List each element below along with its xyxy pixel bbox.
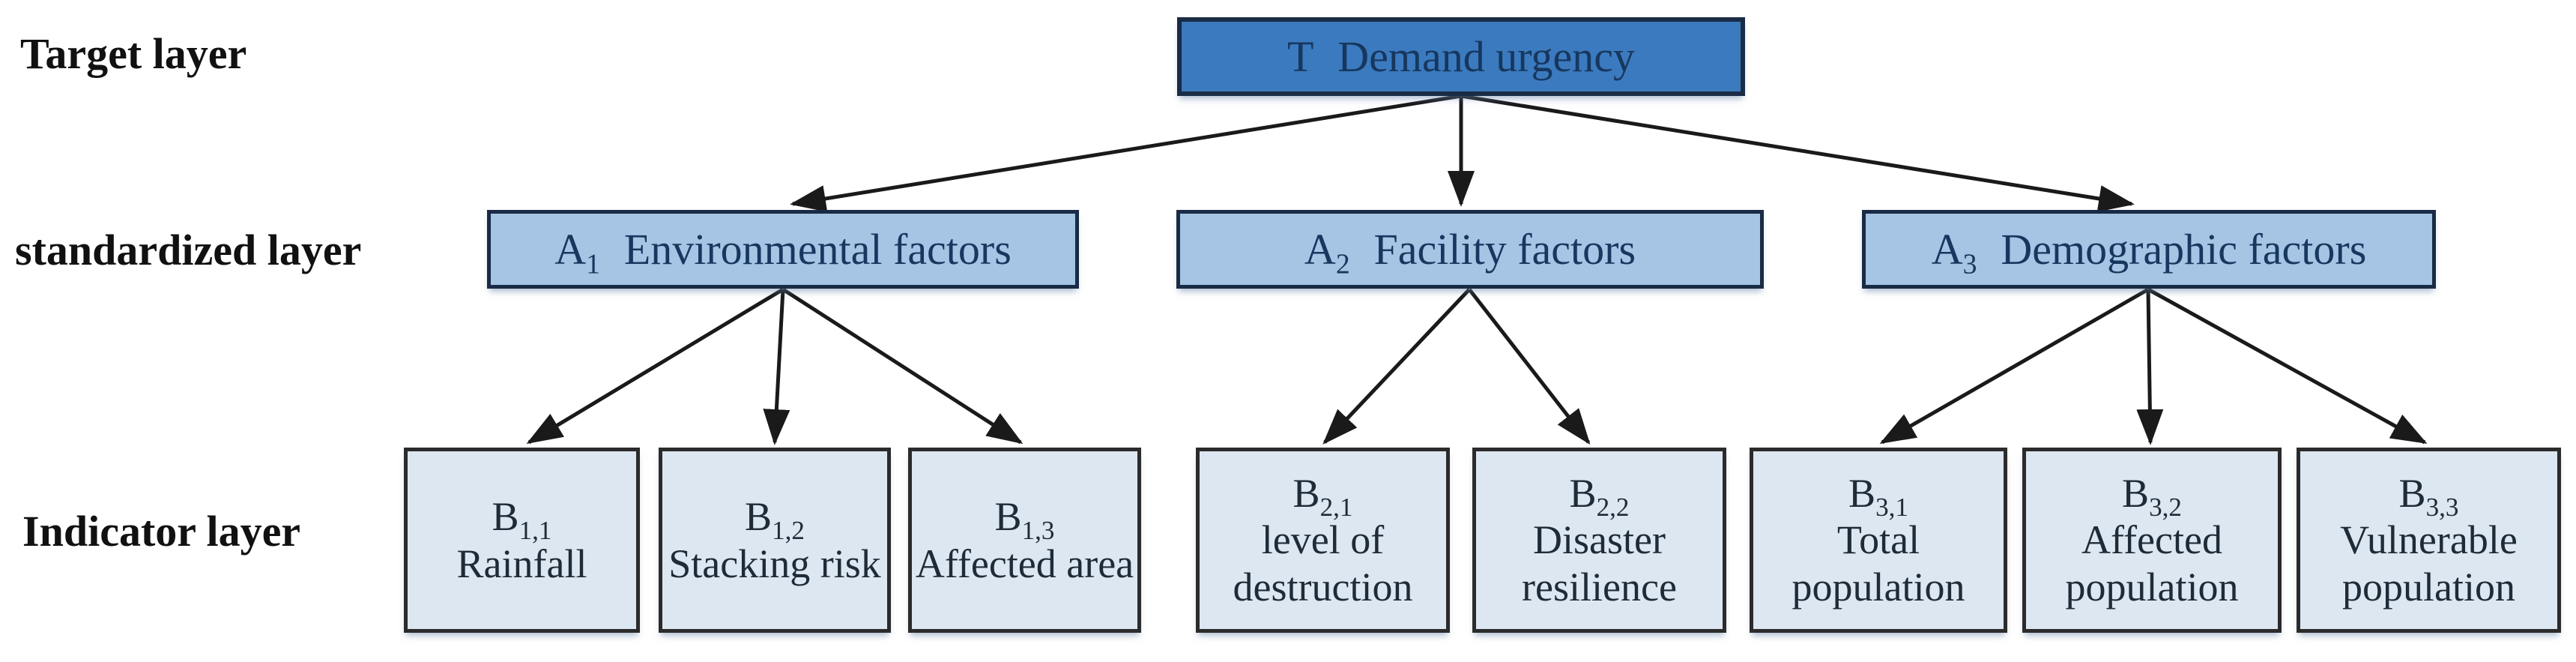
arrow-t-a1 <box>790 94 1462 212</box>
node-name: Rainfall <box>456 541 587 586</box>
node-subscript: 2,1 <box>1319 492 1353 522</box>
node-name: level of destruction <box>1233 517 1413 610</box>
node-id: B <box>745 493 773 539</box>
node-name: Affected area <box>915 541 1134 586</box>
target-layer-label: Target layer <box>20 29 247 78</box>
arrow-a1-b12 <box>763 289 790 445</box>
node-id: B <box>994 493 1022 539</box>
node-name: Vulnerable population <box>2340 517 2518 610</box>
node-name: Demographic factors <box>2001 225 2367 274</box>
node-name: Stacking risk <box>668 541 881 586</box>
arrow-a3-b33 <box>2147 287 2428 445</box>
node-id-line: B2,2 <box>1476 470 1723 520</box>
node-id: B <box>2398 470 2426 516</box>
arrow-a2-b22 <box>1468 288 1591 445</box>
node-subscript: 1 <box>586 248 600 280</box>
standardized-layer-label: standardized layer <box>15 226 362 274</box>
node-name: Demand urgency <box>1337 32 1636 81</box>
arrow-a1-b11 <box>526 287 784 445</box>
node-id-line: B3,2 <box>2026 470 2278 520</box>
node-subscript: 2 <box>1335 248 1350 280</box>
node-subscript: 3,2 <box>2149 492 2182 522</box>
node-id: B <box>1848 470 1876 516</box>
arrow-a3-b32 <box>2136 289 2164 445</box>
node-id: B <box>1569 470 1597 516</box>
node-id: A <box>1931 225 1963 274</box>
node-label: A2 Facility factors <box>1304 224 1636 278</box>
node-id: B <box>492 493 519 539</box>
node-id-line: B2,1 <box>1200 470 1446 520</box>
standardized-node-a2: A2 Facility factors <box>1176 210 1764 289</box>
node-name: Disaster resilience <box>1522 517 1677 610</box>
node-id-line: B3,1 <box>1753 470 2004 520</box>
node-name: Total population <box>1792 517 1965 610</box>
node-subscript: 1,1 <box>518 515 552 545</box>
node-subscript: 1,3 <box>1021 515 1055 545</box>
node-name: Affected population <box>2065 517 2239 610</box>
node-id-line: B3,3 <box>2300 470 2557 520</box>
node-name: Facility factors <box>1373 225 1636 274</box>
node-name: Environmental factors <box>623 225 1012 274</box>
node-id-line: B1,3 <box>916 493 1134 544</box>
node-id-line: B1,2 <box>668 493 880 544</box>
arrow-a2-b21 <box>1322 288 1471 445</box>
node-subscript: 3,3 <box>2425 492 2459 522</box>
node-id: B <box>2122 470 2150 516</box>
node-subscript: 3,1 <box>1875 492 1908 522</box>
node-subscript: 3 <box>1962 248 1977 280</box>
node-label: A3 Demographic factors <box>1931 224 2367 278</box>
node-subscript: 1,2 <box>772 515 805 545</box>
node-id: T <box>1287 32 1314 81</box>
node-id: A <box>554 225 587 274</box>
standardized-node-a3: A3 Demographic factors <box>1862 210 2436 289</box>
node-id: A <box>1304 225 1336 274</box>
node-label: A1 Environmental factors <box>554 224 1012 278</box>
target-node-t: T Demand urgency <box>1177 17 1745 96</box>
node-id: B <box>1292 470 1320 516</box>
node-id-line: B1,1 <box>457 493 587 544</box>
node-subscript: 2,2 <box>1596 492 1630 522</box>
arrow-a1-b13 <box>781 287 1024 445</box>
arrow-t-a3 <box>1460 94 2135 212</box>
node-label: T Demand urgency <box>1287 31 1635 82</box>
arrow-a3-b31 <box>1879 287 2150 445</box>
indicator-layer-label: Indicator layer <box>22 507 301 556</box>
standardized-node-a1: A1 Environmental factors <box>487 210 1079 289</box>
